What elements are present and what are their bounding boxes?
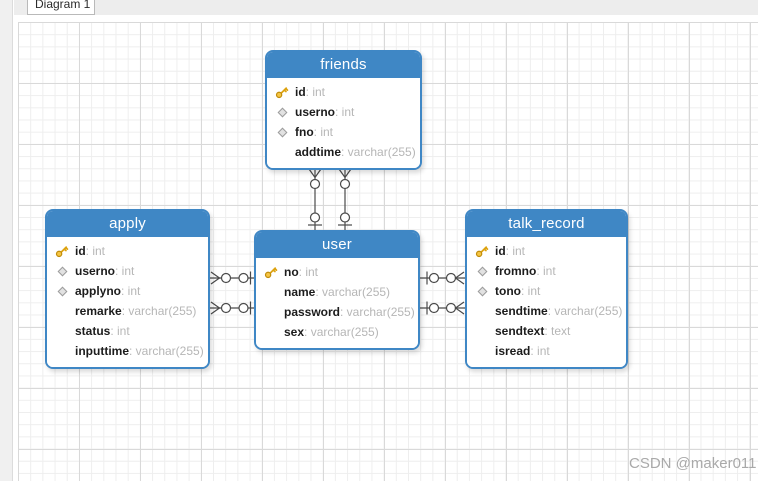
index-diamond-icon	[53, 286, 71, 296]
side-panel-edge	[0, 0, 13, 481]
column-row-sex[interactable]: sex: varchar(255)	[256, 322, 418, 342]
column-type: : int	[335, 105, 355, 119]
column-name: tono	[495, 284, 521, 298]
column-type: : int	[298, 265, 319, 279]
column-type: : text	[544, 324, 571, 338]
column-type: : int	[536, 264, 556, 278]
column-row-id[interactable]: id: int	[47, 241, 208, 261]
column-name: applyno	[75, 284, 122, 298]
column-row-fromno[interactable]: fromno: int	[467, 261, 626, 281]
column-row-id[interactable]: id: int	[267, 82, 420, 102]
column-type: : int	[85, 244, 106, 258]
column-row-sendtime[interactable]: sendtime: varchar(255)	[467, 301, 626, 321]
tab-diagram-1[interactable]: Diagram 1	[27, 0, 95, 15]
column-row-inputtime[interactable]: inputtime: varchar(255)	[47, 341, 208, 361]
primary-key-icon	[475, 246, 489, 258]
index-diamond-icon	[473, 286, 491, 296]
index-diamond-icon	[273, 127, 291, 137]
column-type: : varchar(255)	[340, 305, 415, 319]
column-row-status[interactable]: status: int	[47, 321, 208, 341]
tab-bar: Diagram 1	[14, 0, 758, 15]
index-diamond-icon	[53, 266, 71, 276]
column-name: remarke	[75, 304, 122, 318]
column-row-userno[interactable]: userno: int	[47, 261, 208, 281]
column-type: : varchar(255)	[304, 325, 379, 339]
column-name: id	[75, 244, 86, 258]
column-type: : int	[313, 125, 333, 139]
column-name: inputtime	[75, 344, 129, 358]
column-type: : varchar(255)	[129, 344, 204, 358]
column-type: : int	[505, 244, 526, 258]
column-type: : varchar(255)	[547, 304, 623, 318]
table-title-talk_record[interactable]: talk_record	[467, 211, 626, 237]
column-row-userno[interactable]: userno: int	[267, 102, 420, 122]
column-name: sendtext	[495, 324, 545, 338]
column-name: addtime	[295, 145, 342, 159]
column-row-no[interactable]: no: int	[256, 262, 418, 282]
column-name: userno	[75, 264, 116, 278]
column-name: userno	[295, 105, 336, 119]
column-row-name[interactable]: name: varchar(255)	[256, 282, 418, 302]
column-name: fno	[295, 125, 314, 139]
primary-key-icon	[273, 85, 291, 99]
column-type: : int	[115, 264, 135, 278]
column-name: sex	[284, 325, 305, 339]
column-name: id	[295, 85, 306, 99]
column-type: : int	[530, 344, 550, 358]
column-name: isread	[495, 344, 531, 358]
column-name: no	[284, 265, 299, 279]
column-name: password	[284, 305, 341, 319]
primary-key-icon	[473, 244, 491, 258]
column-row-id[interactable]: id: int	[467, 241, 626, 261]
primary-key-icon	[275, 87, 289, 99]
column-name: name	[284, 285, 316, 299]
column-row-password[interactable]: password: varchar(255)	[256, 302, 418, 322]
column-type: : int	[305, 85, 326, 99]
column-name: sendtime	[495, 304, 548, 318]
column-type: : int	[110, 324, 130, 338]
primary-key-icon	[55, 246, 69, 258]
primary-key-icon	[264, 267, 278, 279]
index-diamond-icon	[473, 266, 491, 276]
table-title-friends[interactable]: friends	[267, 52, 420, 78]
table-title-apply[interactable]: apply	[47, 211, 208, 237]
tab-label: Diagram 1	[35, 0, 91, 11]
column-type: : varchar(255)	[341, 145, 416, 159]
column-type: : int	[521, 284, 541, 298]
column-type: : int	[121, 284, 141, 298]
column-row-tono[interactable]: tono: int	[467, 281, 626, 301]
column-row-addtime[interactable]: addtime: varchar(255)	[267, 142, 420, 162]
index-diamond-icon	[273, 107, 291, 117]
watermark: CSDN @maker011	[629, 455, 757, 472]
primary-key-icon	[262, 265, 280, 279]
column-name: id	[495, 244, 506, 258]
column-row-remarke[interactable]: remarke: varchar(255)	[47, 301, 208, 321]
primary-key-icon	[53, 244, 71, 258]
table-title-user[interactable]: user	[256, 232, 418, 258]
column-row-sendtext[interactable]: sendtext: text	[467, 321, 626, 341]
column-name: status	[75, 324, 111, 338]
column-type: : varchar(255)	[121, 304, 197, 318]
column-name: fromno	[495, 264, 537, 278]
column-type: : varchar(255)	[315, 285, 391, 299]
column-row-applyno[interactable]: applyno: int	[47, 281, 208, 301]
column-row-fno[interactable]: fno: int	[267, 122, 420, 142]
column-row-isread[interactable]: isread: int	[467, 341, 626, 361]
